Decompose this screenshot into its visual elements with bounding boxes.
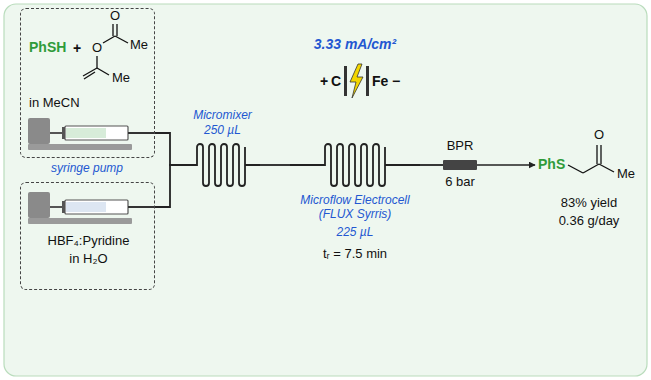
node-text: HBF₄:Pyridine <box>21 233 156 248</box>
reagent-box: HBF₄:Pyridine in H₂O <box>20 182 155 290</box>
reagent-box: PhSH + in MeCN <box>20 8 155 158</box>
tubing-coil <box>185 143 260 187</box>
regulator-body <box>443 160 477 170</box>
node-text: 225 µL <box>290 225 420 239</box>
back-pressure-regulator: BPR 6 bar <box>443 138 477 193</box>
tubing <box>260 164 290 166</box>
atom-label: O <box>592 127 606 142</box>
atom-label: PhS <box>538 157 565 172</box>
atom-label: O <box>90 40 104 55</box>
node-text: 0.36 g/day <box>535 213 643 228</box>
electrodes <box>344 64 369 98</box>
micromixer: Micromixer250 µL <box>185 108 260 188</box>
node-text: Microflow Electrocell (FLUX Syrris) <box>290 193 420 221</box>
tubing <box>155 133 185 165</box>
atom-label: Me <box>112 70 130 85</box>
syringe-pump <box>28 118 155 150</box>
syringe-pump <box>28 192 155 224</box>
tubing-coil <box>290 144 420 186</box>
electrocell: Microflow Electrocell (FLUX Syrris) 225 µ… <box>290 143 420 243</box>
atom-label: Me <box>617 166 635 181</box>
polarity-sign: + <box>320 73 328 89</box>
node-text: + <box>73 40 81 56</box>
atom-label: O <box>108 8 122 23</box>
tubing-coil <box>290 143 420 187</box>
node-text: Micromixer <box>185 108 260 122</box>
atom-label: Me <box>130 37 148 52</box>
node-text: 6 bar <box>443 174 477 189</box>
node-text: 83% yield <box>535 195 643 210</box>
current-density: 3.33 mA/cm² <box>280 36 430 52</box>
tubing-coil <box>185 144 260 186</box>
electrode-label: C <box>331 73 341 89</box>
node-text: in H₂O <box>21 251 156 266</box>
node-text: 250 µL <box>185 123 260 137</box>
polarity-sign: − <box>392 73 400 89</box>
node-text: in MeCN <box>29 95 80 110</box>
flow-arrow <box>477 164 535 166</box>
equipment-label: syringe pump <box>37 161 137 175</box>
node-text: PhSH <box>29 40 66 55</box>
tubing <box>420 164 443 166</box>
electrode-label: Fe <box>372 73 388 89</box>
background-panel <box>4 4 647 376</box>
product-structure <box>568 145 614 173</box>
node-text: BPR <box>443 138 477 153</box>
residence-time: tᵣ = 7.5 min <box>295 246 415 261</box>
tubing <box>155 165 185 207</box>
